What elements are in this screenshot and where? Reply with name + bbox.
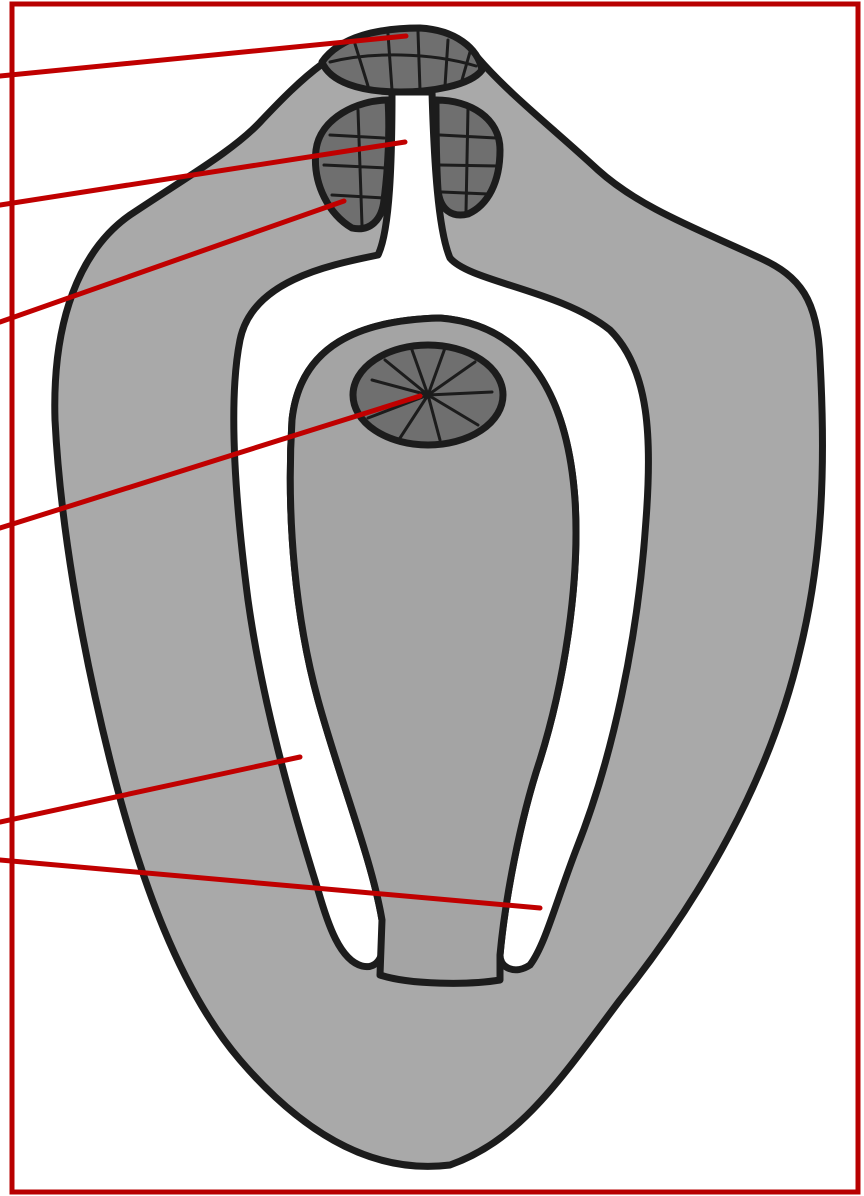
right-lobe (436, 100, 500, 215)
inner-disc (353, 345, 503, 445)
